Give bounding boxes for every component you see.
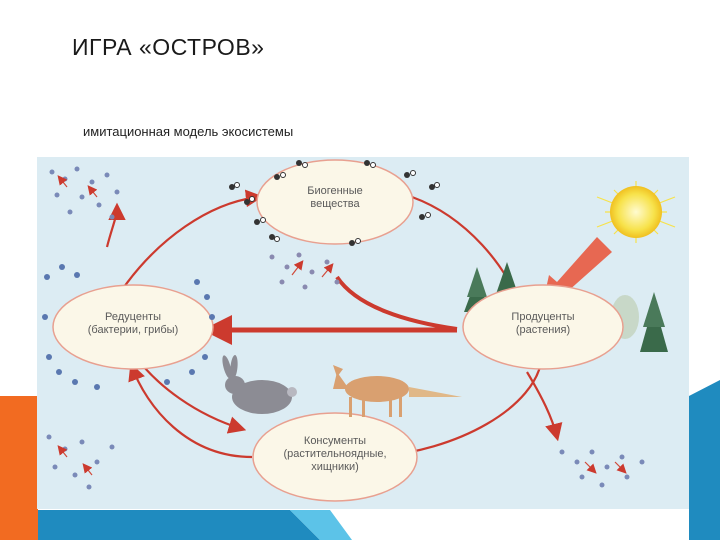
slide-subtitle: имитационная модель экосистемы [83, 124, 294, 139]
rabbit-icon [222, 355, 297, 414]
node-reducers [52, 284, 214, 370]
label-reducers: Редуценты (бактерии, грибы) [63, 311, 203, 337]
particle-cluster-reducers [42, 264, 215, 390]
molecule-cluster [229, 160, 440, 246]
sun-icon [596, 181, 676, 243]
arrow-reducers-to-outside [105, 202, 126, 248]
label-consumers-line1: Консументы [303, 435, 367, 447]
ecosystem-diagram: Биогенные вещества Редуценты (бактерии, … [37, 157, 689, 509]
label-consumers-line3: хищники) [311, 461, 359, 473]
arrow-biogenic-branch [335, 275, 458, 331]
label-producers: Продуценты (растения) [483, 311, 603, 337]
label-reducers-line2: (бактерии, грибы) [87, 324, 179, 336]
label-producers-line2: (растения) [515, 324, 571, 336]
diagram-canvas [37, 157, 689, 509]
node-producers [462, 284, 624, 370]
label-biogenic-line2: вещества [310, 198, 360, 210]
arrow-producers-to-outside [526, 371, 563, 442]
small-arrows [57, 175, 627, 476]
slide-title: ИГРА «ОСТРОВ» [72, 34, 265, 60]
label-biogenic-line1: Биогенные [307, 185, 363, 197]
label-reducers-line1: Редуценты [105, 311, 161, 323]
arrow-reducers-to-biogenic [116, 189, 264, 298]
label-consumers-line2: (растительноядные, [283, 448, 387, 460]
node-biogenic [256, 159, 414, 245]
fox-icon [333, 365, 462, 417]
particle-cluster-top-left [49, 166, 120, 220]
arrow-consumers-to-reducers [128, 362, 253, 459]
label-consumers: Консументы (растительноядные, хищники) [265, 435, 405, 474]
node-consumers [252, 412, 418, 502]
label-biogenic: Биогенные вещества [285, 185, 385, 211]
label-producers-line1: Продуценты [511, 311, 575, 323]
particle-cluster-bottom-right [559, 449, 645, 488]
particle-cluster-center [269, 252, 340, 290]
